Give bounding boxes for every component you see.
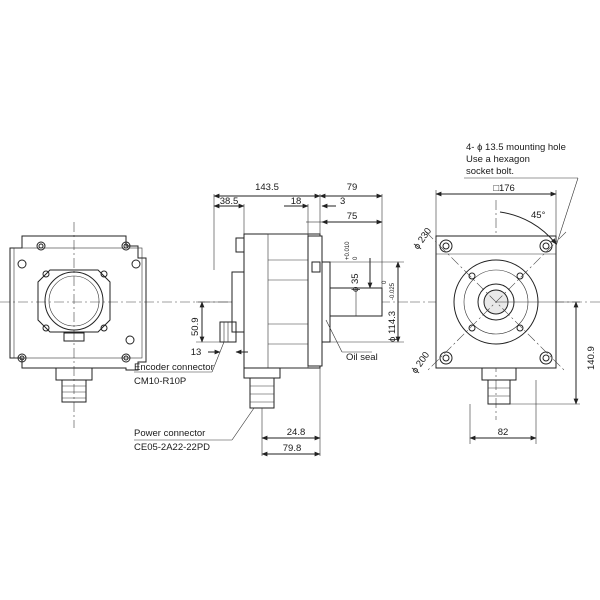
dim-pilot-diameter: ϕ 114.3 <box>387 311 398 342</box>
encoder-cover <box>37 269 111 342</box>
front-corner-holes <box>17 241 141 363</box>
dim-shaft-tol-upper: +0.010 <box>345 241 351 260</box>
dim-flange-square: □176 <box>493 183 515 194</box>
dim-pilot: ϕ 200 <box>409 350 432 376</box>
encoder-connector-label: Encoder connector <box>134 362 214 373</box>
encoder-screw-4 <box>100 324 108 332</box>
flange-connector-base <box>481 367 517 381</box>
dim-power-conn-length: 79.8 <box>283 443 302 454</box>
dim-flange-height: 50.9 <box>190 318 201 337</box>
encoder-cover-ring <box>44 271 104 331</box>
note-line-2: Use a hexagon <box>466 154 530 165</box>
note-line-1: 4- ϕ 13.5 mounting hole <box>466 142 566 153</box>
note-line-3: socket bolt. <box>466 166 514 177</box>
dim-shaft-key-length: 75 <box>347 211 358 222</box>
power-connector-label: Power connector <box>134 428 205 439</box>
dim-shaft-tol-lower: 0 <box>353 256 359 260</box>
front-hole-tr-inner <box>123 243 129 249</box>
oil-seal-leader <box>325 319 343 353</box>
encoder-screw-1 <box>42 270 50 278</box>
side-power-connector-base <box>243 367 281 379</box>
flange-connector-body <box>487 379 511 405</box>
flange-view: □176 45° ϕ 230 ϕ 200 140.9 82 4- ϕ 13.5 … <box>409 142 600 444</box>
dim-connector-offset: 82 <box>498 427 509 438</box>
dim-shaft-diameter: ϕ 35 <box>350 273 361 292</box>
dim-flange-to-rear: 38.5 <box>220 196 239 207</box>
encoder-screw-3 <box>42 324 50 332</box>
side-flange <box>307 235 323 367</box>
dim-height: 140.9 <box>586 346 597 370</box>
encoder-cover-outer <box>37 269 111 333</box>
dim-shaft-length: 79 <box>347 182 358 193</box>
dim-arc-angle <box>499 211 557 245</box>
dim-pilot-tol-lower: -0.025 <box>390 282 396 300</box>
front-hole-bl <box>17 353 27 363</box>
dim-flange-thickness: 18 <box>291 196 302 207</box>
dim-encoder-offset: 13 <box>191 347 202 358</box>
dim-shaft-step: 3 <box>340 196 345 207</box>
front-flange-outline <box>9 235 147 371</box>
oil-seal-label: Oil seal <box>346 352 378 363</box>
front-hole-br2 <box>125 335 135 345</box>
encoder-screw-2 <box>100 270 108 278</box>
front-view <box>0 222 205 428</box>
encoder-cover-ring-inner <box>48 275 100 327</box>
encoder-socket <box>63 332 85 342</box>
front-power-connector <box>55 367 93 403</box>
front-hole-tl-inner <box>38 243 44 249</box>
front-hole-tr <box>121 241 131 251</box>
dim-overall-length: 143.5 <box>255 182 279 193</box>
side-key <box>311 261 321 273</box>
dim-power-conn-offset: 24.8 <box>287 427 306 438</box>
front-hole-br-inner <box>123 355 129 361</box>
front-connector-body <box>61 379 87 403</box>
front-body-inner <box>13 247 143 359</box>
front-hole-l <box>17 259 27 269</box>
dim-pilot-tol-upper: 0 <box>382 280 388 284</box>
side-view: 143.5 38.5 18 79 3 75 ϕ 35 +0.010 0 ϕ 11… <box>134 182 410 457</box>
side-rear-bracket <box>235 237 245 253</box>
side-power-connector-body <box>249 377 275 409</box>
dim-angle: 45° <box>531 210 546 221</box>
power-connector-leader <box>231 407 255 441</box>
front-hole-tl <box>36 241 46 251</box>
front-hole-bl-inner <box>19 355 25 361</box>
side-encoder-body <box>231 271 245 333</box>
encoder-connector-model: CM10-R10P <box>134 376 186 387</box>
front-hole-r <box>131 259 141 269</box>
front-hole-br <box>121 353 131 363</box>
encoder-connector-leader <box>211 341 225 373</box>
dim-pcd: ϕ 230 <box>411 226 434 252</box>
power-connector-model: CE05-2A22-22PD <box>134 442 210 453</box>
side-pilot <box>321 261 331 343</box>
mounting-note-leader <box>555 177 579 247</box>
